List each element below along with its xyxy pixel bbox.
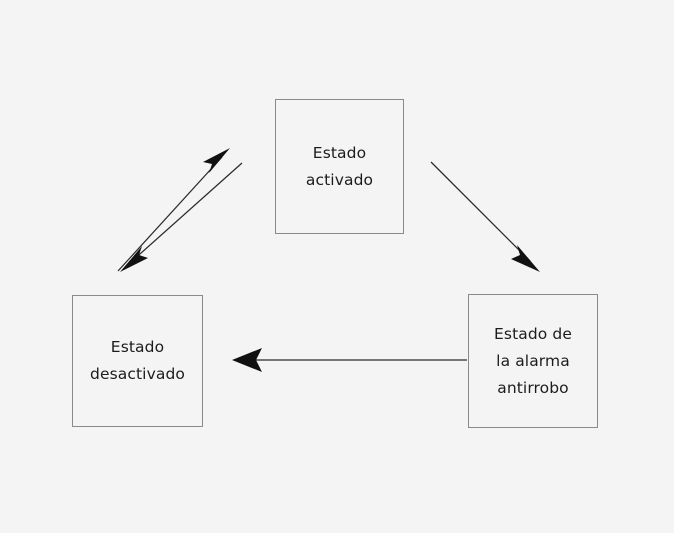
edge-activado-to-alarma xyxy=(430,161,540,272)
edge-line xyxy=(430,161,531,262)
state-node-label: Estado activado xyxy=(305,143,374,189)
state-node-alarma[interactable]: Estado de la alarma antirrobo xyxy=(468,294,598,428)
arrowhead-up-right xyxy=(203,148,230,173)
state-node-label: Estado de la alarma antirrobo xyxy=(494,324,572,397)
arrowhead-down-right xyxy=(511,245,540,272)
state-node-label: Estado desactivado xyxy=(90,338,185,383)
state-node-activado[interactable]: Estado activado xyxy=(275,99,404,234)
edge-alarma-to-desactivado xyxy=(232,348,467,372)
edge-line xyxy=(130,162,243,263)
edge-activado-to-desactivado xyxy=(120,162,243,272)
arrowhead-left xyxy=(232,348,262,372)
edge-line xyxy=(117,156,223,272)
state-node-desactivado[interactable]: Estado desactivado xyxy=(72,295,203,427)
arrowhead-down-left xyxy=(120,246,148,272)
edge-desactivado-to-activado xyxy=(117,148,230,272)
